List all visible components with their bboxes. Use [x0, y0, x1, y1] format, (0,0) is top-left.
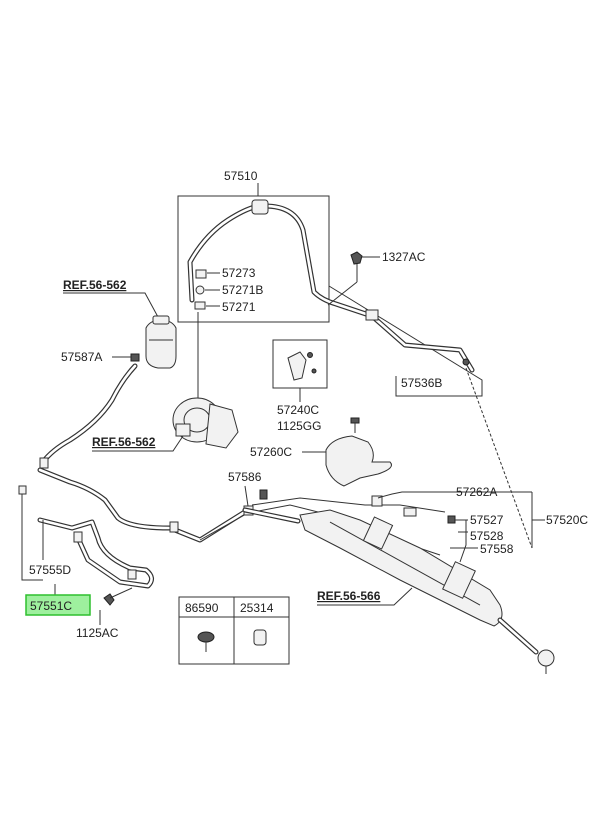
hose-clamp-d	[127, 569, 137, 580]
tie-rod-left-inner	[243, 508, 300, 523]
label-57528: 57528	[470, 529, 504, 543]
label-57551c[interactable]: 57551C	[30, 599, 72, 613]
cooler-loop-inner	[38, 518, 153, 588]
leader-1327ac-hose	[327, 281, 358, 306]
label-57262a: 57262A	[456, 485, 497, 499]
pump-bracket	[175, 423, 191, 437]
label-57558: 57558	[480, 542, 514, 556]
pump-group: REF.56-562	[92, 312, 239, 452]
parts-table: 86590 25314	[178, 596, 290, 665]
return-port	[403, 507, 417, 517]
hose-assembly-box	[177, 195, 330, 323]
label-57271b: 57271B	[222, 283, 263, 297]
pump-body	[205, 403, 239, 449]
label-57271: 57271	[222, 300, 256, 314]
label-1327ac: 1327AC	[382, 250, 426, 264]
tube-fitting	[462, 358, 470, 366]
bolt-1125ac-shaft	[109, 587, 133, 599]
ref-reservoir-leader	[63, 292, 159, 318]
pressure-hose-inner	[188, 204, 474, 372]
label-57586: 57586	[228, 470, 262, 484]
grommet-25314-icon	[253, 629, 267, 646]
reservoir-group: REF.56-562 57587A	[61, 278, 177, 369]
hose-assembly-group: 57510 57273 57271B 57271 57536B	[177, 169, 483, 397]
ref-pump: REF.56-562	[92, 435, 156, 449]
bracket-57240c-group: 57240C	[272, 339, 328, 417]
table-header-86590: 86590	[185, 601, 219, 615]
label-1125gg: 1125GG	[277, 419, 321, 433]
label-57520c: 57520C	[546, 513, 588, 527]
ref-gear-leader	[317, 587, 413, 606]
bolt-1327ac-group: 1327AC	[327, 250, 426, 306]
table-header-25314: 25314	[240, 601, 274, 615]
ref-pump-leader	[92, 435, 184, 452]
pressure-line-out	[377, 491, 452, 499]
gear-mount	[362, 516, 394, 550]
bracket-bolt-2	[311, 368, 317, 374]
shield-57260c-group: 57260C	[250, 435, 392, 487]
oring-57527	[447, 515, 456, 524]
steering-gear-group: 57586 REF.56-566	[199, 470, 555, 674]
hose-clamp-b	[169, 521, 179, 533]
ref-reservoir: REF.56-562	[63, 278, 127, 292]
gear-housing	[299, 509, 503, 627]
leader-gear-ports	[459, 520, 467, 563]
heat-shield-57260c	[325, 435, 392, 487]
gear-valve-body	[442, 561, 476, 599]
bolt-1125ac-group: 1125AC	[76, 587, 133, 640]
label-57555d: 57555D	[29, 563, 71, 577]
bracket-57240c	[287, 351, 307, 381]
leader-57555d-left	[21, 494, 43, 581]
label-57240c: 57240C	[277, 403, 319, 417]
feed-line-2	[251, 497, 446, 513]
reservoir-cap	[152, 315, 170, 325]
label-57536b: 57536B	[401, 376, 442, 390]
reservoir-tank	[145, 319, 177, 369]
label-57273: 57273	[222, 266, 256, 280]
suction-hose-inner	[41, 364, 137, 464]
highlight-57551c[interactable]	[25, 594, 91, 616]
tie-rod-right-inner	[498, 618, 538, 654]
label-57510: 57510	[224, 169, 258, 183]
bracket-bolt-1	[307, 352, 313, 358]
end-fitting	[18, 485, 27, 495]
bleeder-nipple	[259, 489, 268, 500]
label-57587a: 57587A	[61, 350, 102, 364]
tube-bracket	[365, 309, 379, 321]
hose-clamp-a	[39, 457, 49, 469]
clamp-57587a	[130, 353, 140, 362]
pressure-port	[371, 495, 383, 507]
clip-86590-icon	[197, 631, 215, 643]
fitting-57273	[195, 269, 207, 279]
hose-clamp-c	[73, 531, 83, 543]
nut-1327ac	[350, 251, 363, 265]
leader-57586	[244, 485, 249, 507]
return-lines-group: 57555D 57551C	[18, 457, 251, 616]
right-callouts-group: 57262A 57520C 57527 57528 57558	[447, 367, 588, 563]
bolt-1125gg-group: 1125GG	[277, 417, 360, 433]
ref-gear: REF.56-566	[317, 589, 381, 603]
label-57260c: 57260C	[250, 445, 292, 459]
hose-clamp	[251, 199, 269, 215]
label-1125ac: 1125AC	[76, 626, 119, 640]
bolt-1125gg-head	[350, 417, 360, 424]
dashed-leader-57536b	[465, 367, 533, 549]
washer-57271b	[195, 285, 205, 295]
bolt-57271	[194, 301, 206, 310]
tie-rod-end	[537, 649, 555, 667]
return-line-upper-inner	[38, 468, 250, 542]
label-57527: 57527	[470, 513, 504, 527]
bolt-1125ac-head	[103, 593, 115, 606]
